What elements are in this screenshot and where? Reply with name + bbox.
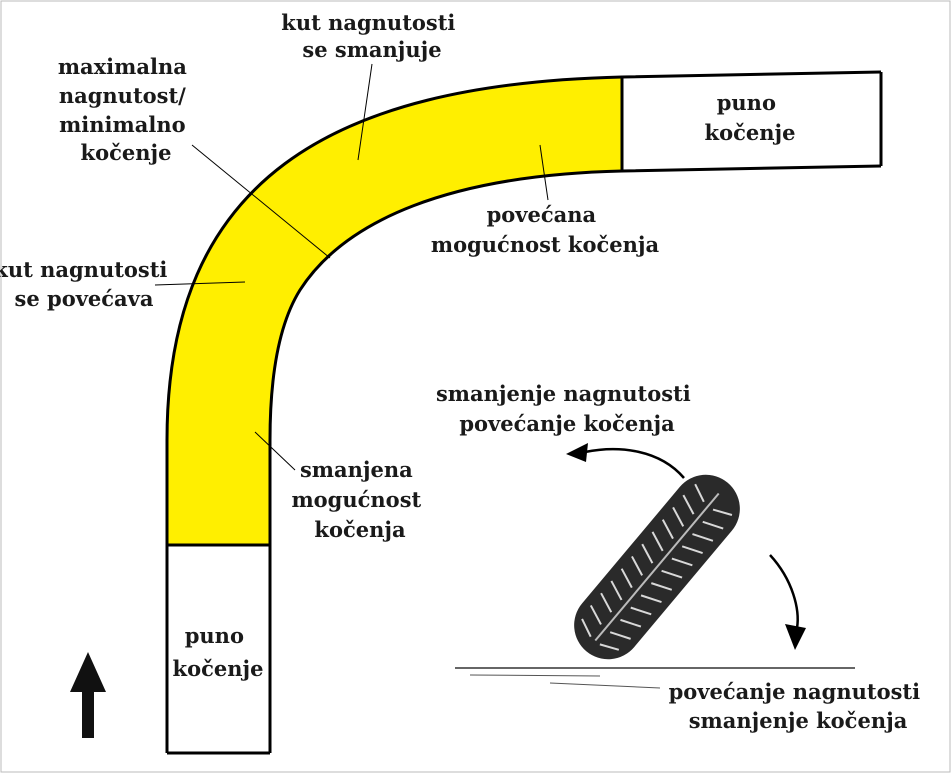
curved-arrow-left-icon <box>566 443 684 478</box>
arrow-up-icon <box>70 652 106 738</box>
label-kut-smanjuje: kut nagnutosti se smanjuje <box>281 10 462 62</box>
curved-arrow-down-icon <box>770 555 806 650</box>
label-puno-kocenje-bottom: puno kočenje <box>173 623 264 681</box>
label-povecana: povećana mogućnost kočenja <box>431 202 660 257</box>
label-smanjenje-nagnutosti: smanjenje nagnutosti povećanje kočenja <box>436 381 698 436</box>
label-puno-kocenje-top: puno kočenje <box>705 90 796 145</box>
label-povecanje-nagnutosti: povećanje nagnutosti smanjenje kočenja <box>669 679 928 733</box>
label-kut-povecava: kut nagnutosti se povećava <box>0 257 175 311</box>
label-max-nagnutost: maximalna nagnutost/ minimalno kočenje <box>58 54 194 165</box>
tire-icon <box>560 461 754 673</box>
label-smanjena: smanjena mogućnost kočenja <box>291 457 428 542</box>
